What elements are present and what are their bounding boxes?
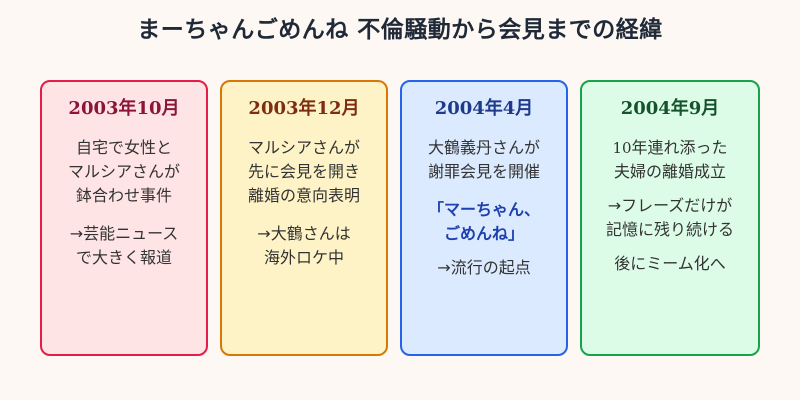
card-consequence: →フレーズだけが 記憶に残り続ける xyxy=(582,194,758,242)
card-text-line: 鉢合わせ事件 xyxy=(75,186,172,205)
catchphrase-quote: 「マーちゃん、 ごめんね」 xyxy=(402,198,566,246)
card-text-line: 先に会見を開き xyxy=(247,162,360,181)
timeline-card-2004-04: 2004年4月 大鶴義丹さんが 謝罪会見を開催 「マーちゃん、 ごめんね」 →流… xyxy=(400,80,568,356)
card-date: 2003年12月 xyxy=(248,98,360,119)
card-text-line: →芸能ニュース xyxy=(69,224,179,243)
card-description: 大鶴義丹さんが 謝罪会見を開催 xyxy=(402,136,566,184)
card-date: 2004年4月 xyxy=(434,98,534,119)
timeline-card-2003-12: 2003年12月 マルシアさんが 先に会見を開き 離婚の意向表明 →大鶴さんは … xyxy=(220,80,388,356)
card-text-line: →流行の起点 xyxy=(437,258,531,277)
card-description: マルシアさんが 先に会見を開き 離婚の意向表明 xyxy=(222,136,386,208)
card-note: 後にミーム化へ xyxy=(582,252,758,276)
card-text-number: 10 xyxy=(612,139,632,157)
card-consequence: →芸能ニュース で大きく報道 xyxy=(42,222,206,270)
card-text-line: 海外ロケ中 xyxy=(263,248,344,267)
card-consequence: →大鶴さんは 海外ロケ中 xyxy=(222,222,386,270)
card-text-line: 「マーちゃん、 xyxy=(427,200,540,219)
timeline-card-2003-10: 2003年10月 自宅で女性と マルシアさんが 鉢合わせ事件 →芸能ニュース で… xyxy=(40,80,208,356)
card-text-line: 夫婦の離婚成立 xyxy=(613,162,726,181)
card-text-line: →大鶴さんは xyxy=(257,224,351,243)
timeline-card-2004-09: 2004年9月 10年連れ添った 夫婦の離婚成立 →フレーズだけが 記憶に残り続… xyxy=(580,80,760,356)
card-text-fragment: 年連れ添った xyxy=(631,138,728,157)
card-text-line: 10年連れ添った xyxy=(582,136,758,160)
card-text-line: 謝罪会見を開催 xyxy=(427,162,540,181)
card-date: 2004年9月 xyxy=(620,98,720,119)
card-text-line: マルシアさんが xyxy=(67,162,180,181)
card-text-line: ごめんね」 xyxy=(443,224,524,243)
card-text-line: 自宅で女性と xyxy=(75,138,172,157)
card-text-line: 離婚の意向表明 xyxy=(247,186,360,205)
card-text-line: 大鶴義丹さんが xyxy=(427,138,540,157)
card-text-line: マルシアさんが xyxy=(247,138,360,157)
card-text-line: 記憶に残り続ける xyxy=(605,220,734,239)
card-text-line: で大きく報道 xyxy=(75,248,172,267)
card-text-line: 後にミーム化へ xyxy=(614,254,726,273)
card-description: 10年連れ添った 夫婦の離婚成立 xyxy=(582,136,758,184)
card-description: 自宅で女性と マルシアさんが 鉢合わせ事件 xyxy=(42,136,206,208)
page-title: まーちゃんごめんね 不倫騒動から会見までの経緯 xyxy=(137,17,663,43)
card-date: 2003年10月 xyxy=(68,98,180,119)
card-text-line: →フレーズだけが xyxy=(607,196,733,215)
card-consequence: →流行の起点 xyxy=(402,256,566,280)
